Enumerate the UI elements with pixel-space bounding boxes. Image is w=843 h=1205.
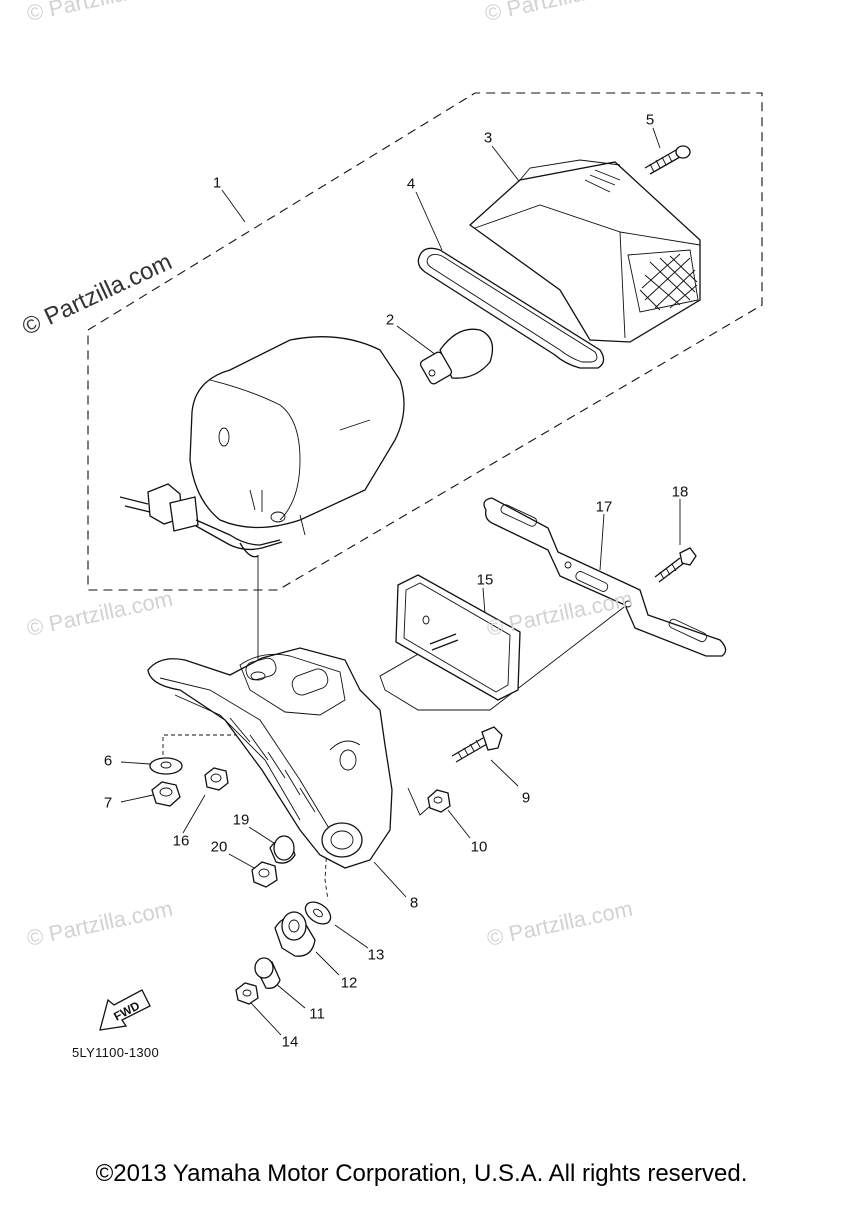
nut-part-10 bbox=[427, 789, 451, 813]
housing-part-1 bbox=[119, 336, 405, 558]
callout-14: 14 bbox=[281, 1033, 299, 1051]
nut-part-20 bbox=[251, 861, 278, 888]
callout-3: 3 bbox=[483, 129, 493, 147]
callout-7: 7 bbox=[103, 794, 113, 812]
callout-9: 9 bbox=[521, 789, 531, 807]
bolt-part-9 bbox=[451, 726, 503, 763]
copyright-notice: ©2013 Yamaha Motor Corporation, U.S.A. A… bbox=[95, 1160, 748, 1187]
fender-part-8 bbox=[147, 647, 393, 869]
callout-20: 20 bbox=[210, 838, 228, 856]
callout-1: 1 bbox=[212, 174, 222, 192]
callout-8: 8 bbox=[409, 894, 419, 912]
washer-part-13 bbox=[304, 901, 332, 925]
callout-17: 17 bbox=[595, 498, 613, 516]
collar-part-11 bbox=[254, 957, 281, 989]
bolt-part-18 bbox=[654, 547, 697, 583]
nut-part-14 bbox=[235, 982, 259, 1005]
callout-16: 16 bbox=[172, 832, 190, 850]
bracket-part-17 bbox=[483, 497, 727, 657]
assembly-boundary-dashed bbox=[87, 92, 763, 591]
callout-12: 12 bbox=[340, 974, 358, 992]
callout-10: 10 bbox=[470, 838, 488, 856]
callout-6: 6 bbox=[103, 752, 113, 770]
damper-part-12 bbox=[274, 911, 316, 957]
callout-2: 2 bbox=[385, 311, 395, 329]
lens-part-3 bbox=[468, 159, 701, 343]
callout-4: 4 bbox=[406, 175, 416, 193]
leader-lines bbox=[120, 127, 681, 1036]
callout-5: 5 bbox=[645, 111, 655, 129]
nut-part-16 bbox=[204, 767, 229, 791]
reflector-part-15 bbox=[395, 574, 521, 701]
bulb-part-2 bbox=[419, 328, 494, 385]
callout-11: 11 bbox=[309, 1005, 325, 1023]
gasket-part-4 bbox=[417, 247, 605, 369]
diagram-code: 5LY1100-1300 bbox=[72, 1045, 159, 1060]
callout-13: 13 bbox=[367, 946, 385, 964]
washer-part-6 bbox=[149, 757, 183, 775]
callout-15: 15 bbox=[476, 571, 494, 589]
nut-part-7 bbox=[151, 781, 181, 807]
fwd-arrow-icon bbox=[99, 989, 151, 1031]
callout-18: 18 bbox=[671, 483, 689, 501]
screw-part-5 bbox=[644, 145, 691, 175]
collar-part-19 bbox=[269, 835, 296, 864]
callout-19: 19 bbox=[232, 811, 250, 829]
